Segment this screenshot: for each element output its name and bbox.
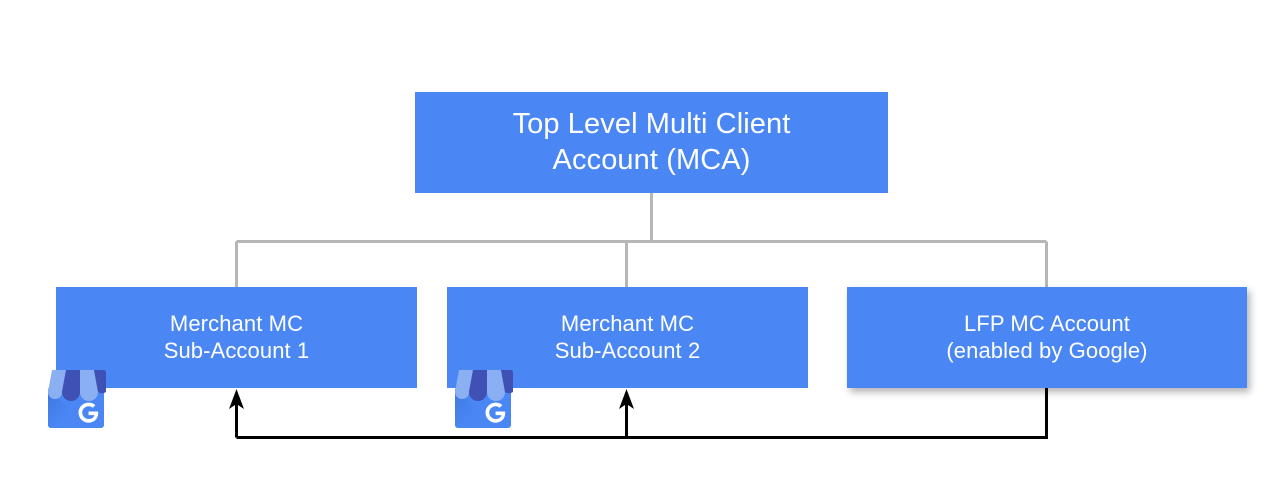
node-merchant-sub-account-1-label: Merchant MC Sub-Account 1 <box>163 310 310 363</box>
arrowhead-sub1-icon <box>229 389 244 409</box>
node-lfp-mc-account[interactable]: LFP MC Account (enabled by Google) <box>847 287 1247 388</box>
flow-path-lfp-to-merchants <box>236 388 1048 439</box>
node-merchant-sub-account-1[interactable]: Merchant MC Sub-Account 1 <box>56 287 417 388</box>
node-top-level-mca-label: Top Level Multi Client Account (MCA) <box>512 108 791 176</box>
node-merchant-sub-account-2-label: Merchant MC Sub-Account 2 <box>554 310 701 363</box>
flow-connectors <box>235 388 1048 439</box>
google-my-business-storefront-icon <box>447 362 519 434</box>
node-lfp-mc-account-label: LFP MC Account (enabled by Google) <box>946 310 1148 363</box>
node-top-level-mca[interactable]: Top Level Multi Client Account (MCA) <box>415 92 888 193</box>
google-my-business-storefront-icon <box>40 362 112 434</box>
arrowhead-sub2-icon <box>619 389 634 409</box>
flow-arrowheads <box>229 389 634 409</box>
hierarchy-connectors <box>235 193 1048 288</box>
